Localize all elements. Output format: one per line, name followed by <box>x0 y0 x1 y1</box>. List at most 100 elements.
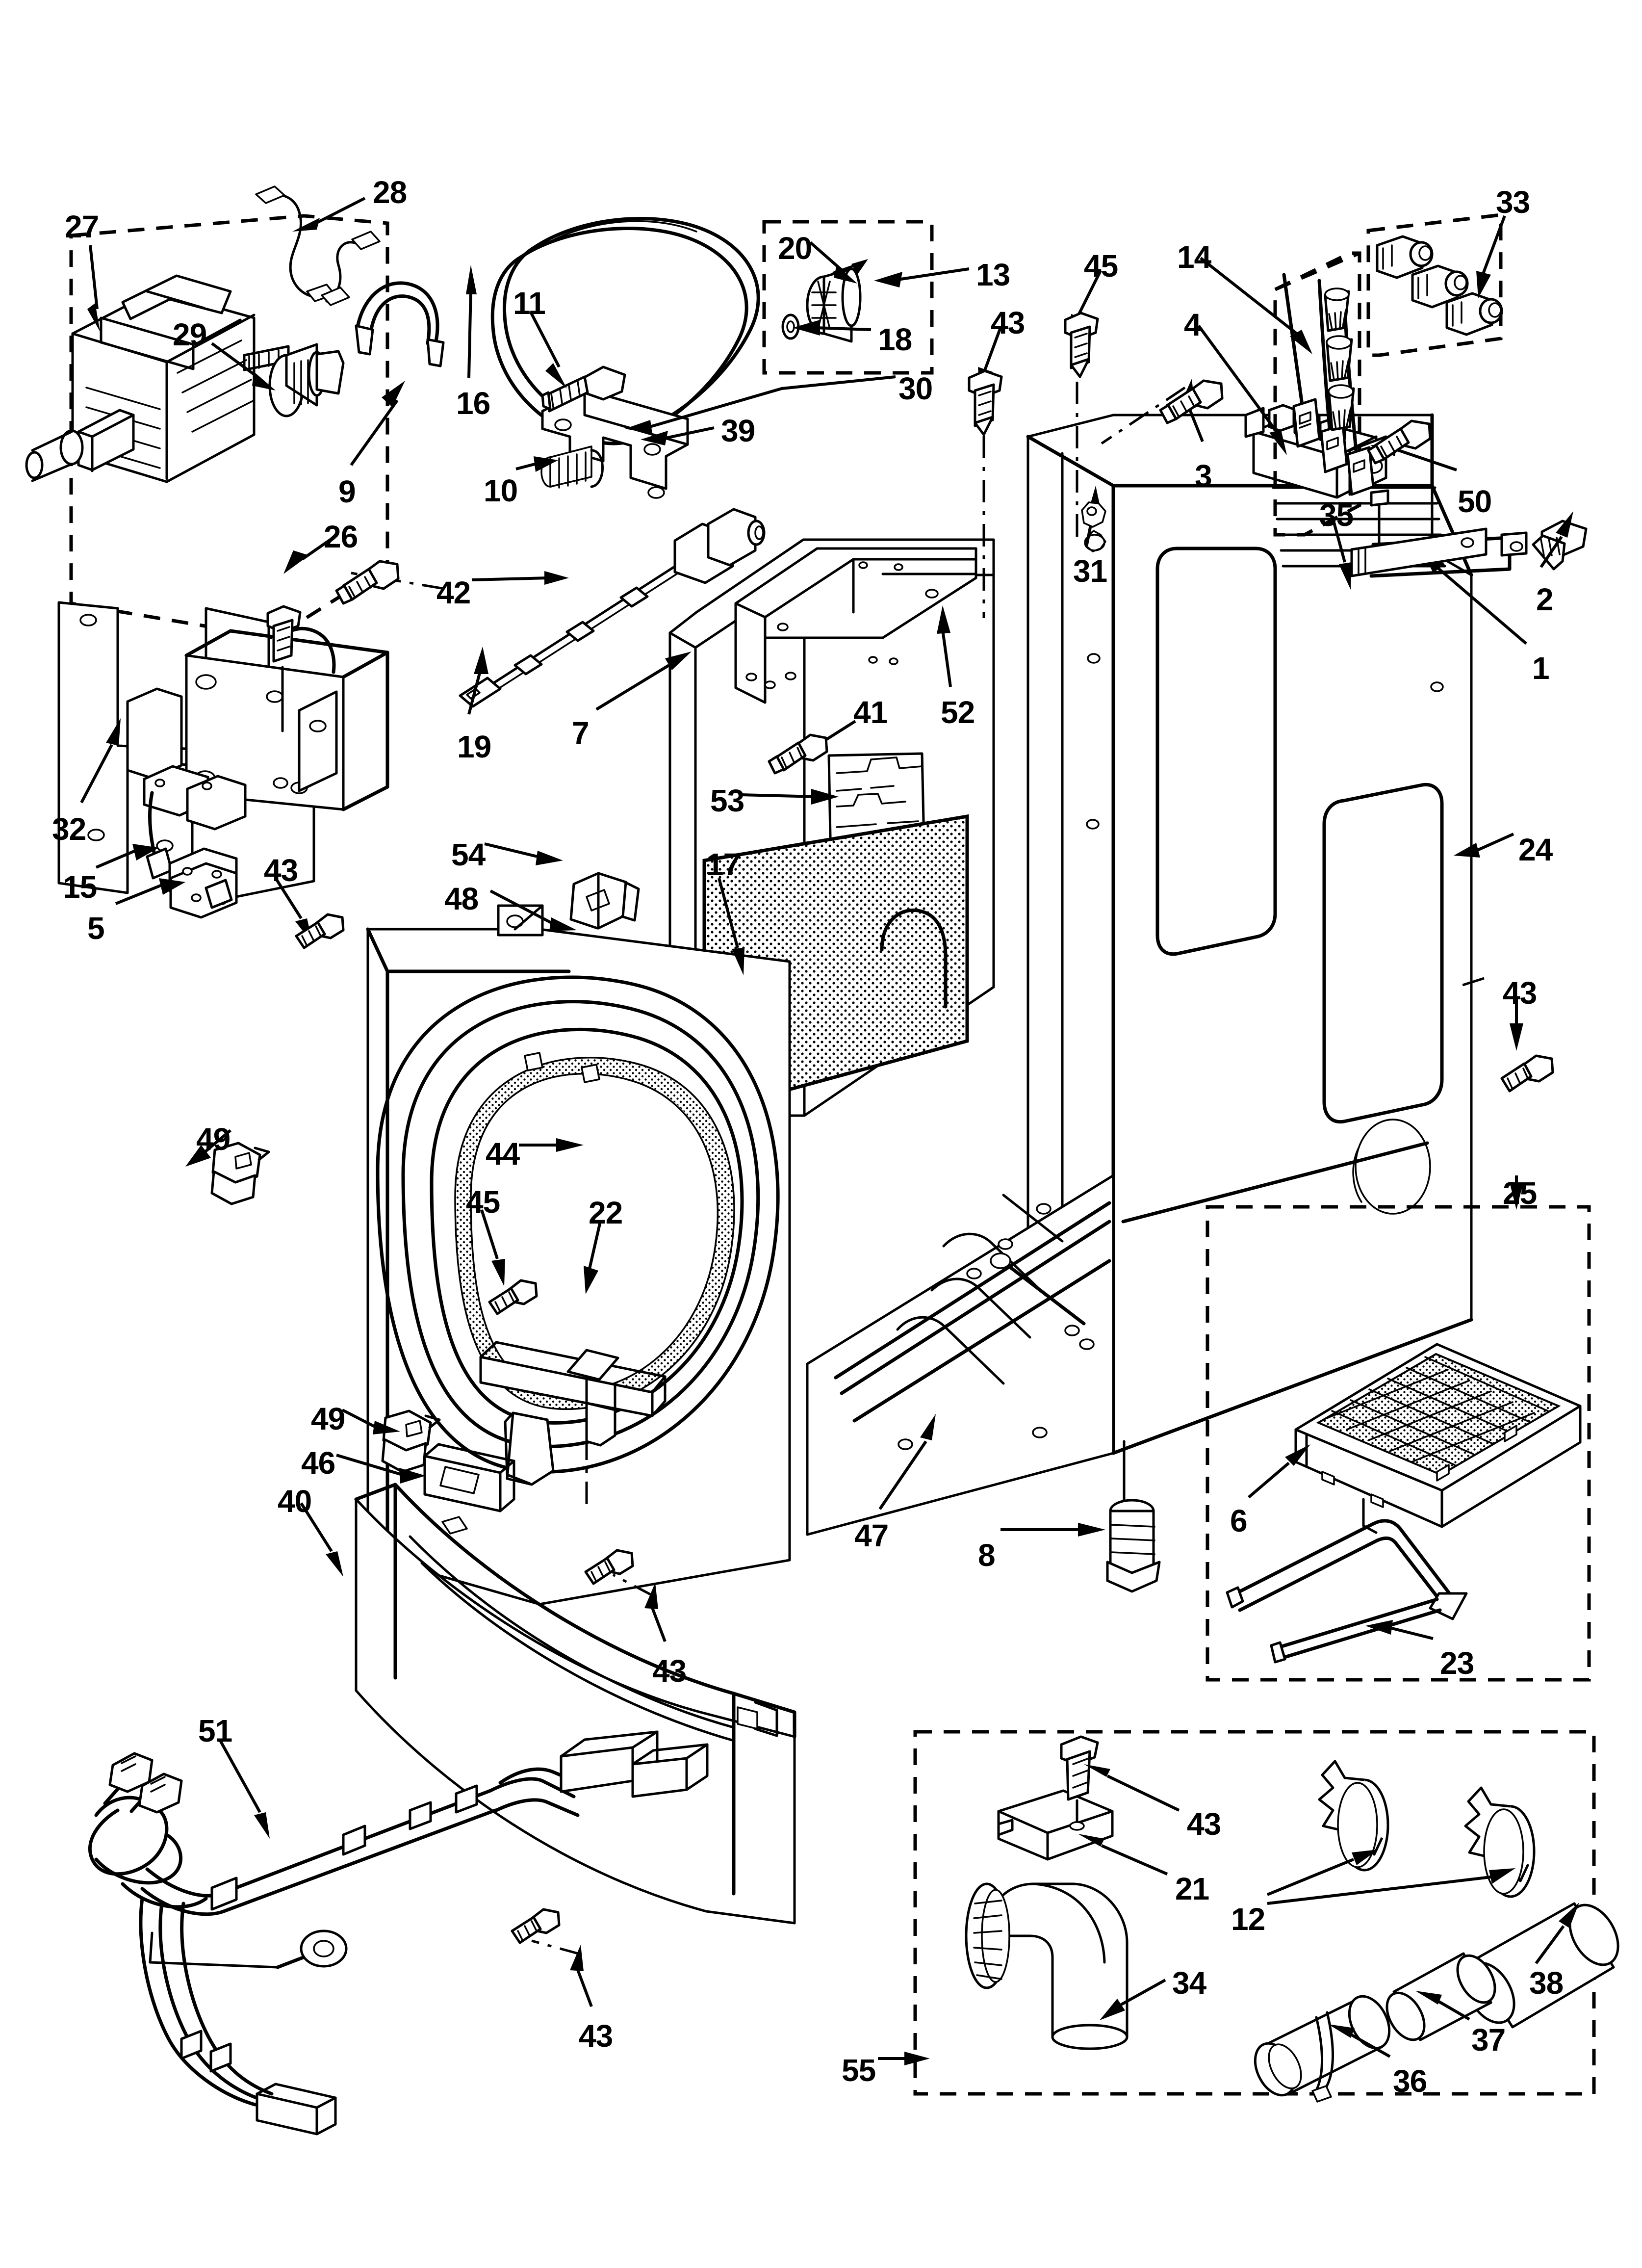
bracket-35 <box>1350 527 1488 577</box>
callout-number-8[interactable]: 8 <box>978 1538 996 1573</box>
connectors-dashed-box <box>1366 213 1503 357</box>
callout-number-28[interactable]: 28 <box>373 175 407 210</box>
callout-number-49-b[interactable]: 49 <box>311 1401 345 1436</box>
callout-number-47[interactable]: 47 <box>854 1518 889 1553</box>
thermal-plate-21 <box>997 1789 1114 1861</box>
thermistor-harness-19 <box>459 508 766 708</box>
front-panel-18 <box>366 904 791 1606</box>
main-wire-harness-51 <box>88 1730 709 2136</box>
callout-number-55[interactable]: 55 <box>842 2053 876 2088</box>
callout-number-41[interactable]: 41 <box>853 695 888 730</box>
idler-bracket-39 <box>541 388 689 499</box>
callout-number-25[interactable]: 25 <box>1503 1175 1537 1211</box>
screw-43-right <box>1500 1054 1554 1093</box>
callout-number-32[interactable]: 32 <box>52 811 86 847</box>
callout-number-23[interactable]: 23 <box>1440 1645 1474 1681</box>
callout-number-48[interactable]: 48 <box>444 881 479 916</box>
callout-number-22[interactable]: 22 <box>589 1195 623 1230</box>
callout-number-27[interactable]: 27 <box>65 209 99 244</box>
callout-number-1[interactable]: 1 <box>1532 651 1550 686</box>
idler-pulley-dashed-box <box>762 220 934 375</box>
callout-number-18[interactable]: 18 <box>878 322 912 357</box>
callout-number-36[interactable]: 36 <box>1393 2063 1427 2099</box>
leveling-leg-8 <box>1106 1440 1161 1593</box>
callout-number-43-b[interactable]: 43 <box>264 853 298 888</box>
callout-number-14[interactable]: 14 <box>1177 239 1211 275</box>
callout-number-45-a[interactable]: 45 <box>1084 248 1118 284</box>
callout-number-50[interactable]: 50 <box>1458 484 1492 519</box>
cabinet-base-47 <box>806 1174 1115 1536</box>
callout-number-21[interactable]: 21 <box>1175 1871 1209 1906</box>
vent-kit-dashed-box <box>913 1730 1596 2096</box>
callout-number-40[interactable]: 40 <box>278 1484 312 1519</box>
callout-number-33[interactable]: 33 <box>1496 184 1530 220</box>
screw-11 <box>541 365 626 413</box>
callout-number-2[interactable]: 2 <box>1536 582 1554 617</box>
callout-number-4[interactable]: 4 <box>1184 307 1202 342</box>
lint-screen-6 <box>1294 1343 1582 1534</box>
callout-number-39[interactable]: 39 <box>721 413 755 448</box>
callout-number-7[interactable]: 7 <box>572 715 590 751</box>
wire-harness-16 <box>321 231 381 306</box>
callout-number-43-c[interactable]: 43 <box>1503 975 1537 1011</box>
callout-number-44[interactable]: 44 <box>486 1136 520 1172</box>
callout-number-15[interactable]: 15 <box>63 869 97 905</box>
callout-number-6[interactable]: 6 <box>1230 1503 1248 1538</box>
callout-number-5[interactable]: 5 <box>87 911 105 946</box>
push-in-connectors-33 <box>1376 235 1503 336</box>
callout-number-49-a[interactable]: 49 <box>196 1121 231 1157</box>
callout-number-31[interactable]: 31 <box>1073 553 1107 589</box>
callout-number-19[interactable]: 19 <box>457 729 491 764</box>
callout-number-30[interactable]: 30 <box>898 371 933 406</box>
wire-harness-28 <box>255 185 335 302</box>
callout-number-16[interactable]: 16 <box>456 386 490 421</box>
callout-number-13[interactable]: 13 <box>976 257 1010 292</box>
screw-43-toe <box>511 1908 561 1944</box>
callout-number-42[interactable]: 42 <box>436 575 471 610</box>
cabinet-shell-24 <box>1026 413 1473 1455</box>
callout-number-45-b[interactable]: 45 <box>466 1184 500 1220</box>
vent-clamp-12-b <box>1464 1786 1536 1898</box>
leader-lines <box>80 197 1579 2065</box>
motor-clamp-bracket-9 <box>355 281 445 367</box>
screw-26-vertical <box>266 605 302 732</box>
callout-number-46[interactable]: 46 <box>301 1445 335 1481</box>
callout-number-10[interactable]: 10 <box>484 473 518 508</box>
screw-45-door <box>488 1279 538 1315</box>
callout-number-38[interactable]: 38 <box>1529 1965 1564 2001</box>
screw-42 <box>335 560 400 605</box>
callout-number-24[interactable]: 24 <box>1518 832 1553 867</box>
callout-number-43-a[interactable]: 43 <box>991 305 1025 340</box>
callout-number-11[interactable]: 11 <box>513 286 546 321</box>
vent-elbow-34 <box>965 1882 1129 2050</box>
idler-pulley-20 <box>781 259 868 343</box>
callout-number-17[interactable]: 17 <box>706 847 741 882</box>
callout-number-9[interactable]: 9 <box>338 474 356 509</box>
screw-3 <box>1159 379 1224 424</box>
vent-clamp-12-a <box>1318 1760 1389 1872</box>
push-nut-31 <box>1081 501 1106 528</box>
callout-number-54[interactable]: 54 <box>451 837 486 872</box>
screw-45-upper <box>1064 312 1099 378</box>
callout-number-43-e[interactable]: 43 <box>579 2018 613 2054</box>
callout-number-12[interactable]: 12 <box>1231 1902 1265 1937</box>
callout-number-35[interactable]: 35 <box>1319 497 1354 533</box>
callout-number-3[interactable]: 3 <box>1195 458 1212 494</box>
callout-number-53[interactable]: 53 <box>710 783 744 818</box>
screw-2 <box>1532 520 1588 571</box>
callout-number-20[interactable]: 20 <box>778 231 812 266</box>
callout-number-51[interactable]: 51 <box>198 1713 232 1748</box>
callout-number-34[interactable]: 34 <box>1172 1965 1206 2001</box>
motor-mount-bracket-32 <box>57 601 389 907</box>
callout-number-43-f[interactable]: 43 <box>1187 1806 1221 1842</box>
callout-number-52[interactable]: 52 <box>941 695 975 730</box>
screw-43-left <box>295 913 345 949</box>
screw-50 <box>1367 419 1432 465</box>
motor-switch-15 <box>143 765 247 919</box>
vent-sleeve-36 <box>1254 1995 1391 2103</box>
callout-number-37[interactable]: 37 <box>1471 2022 1506 2058</box>
vent-coupler-37 <box>1385 1952 1496 2041</box>
callout-number-26[interactable]: 26 <box>324 519 358 554</box>
callout-number-43-d[interactable]: 43 <box>652 1653 687 1689</box>
callout-number-29[interactable]: 29 <box>173 317 207 352</box>
